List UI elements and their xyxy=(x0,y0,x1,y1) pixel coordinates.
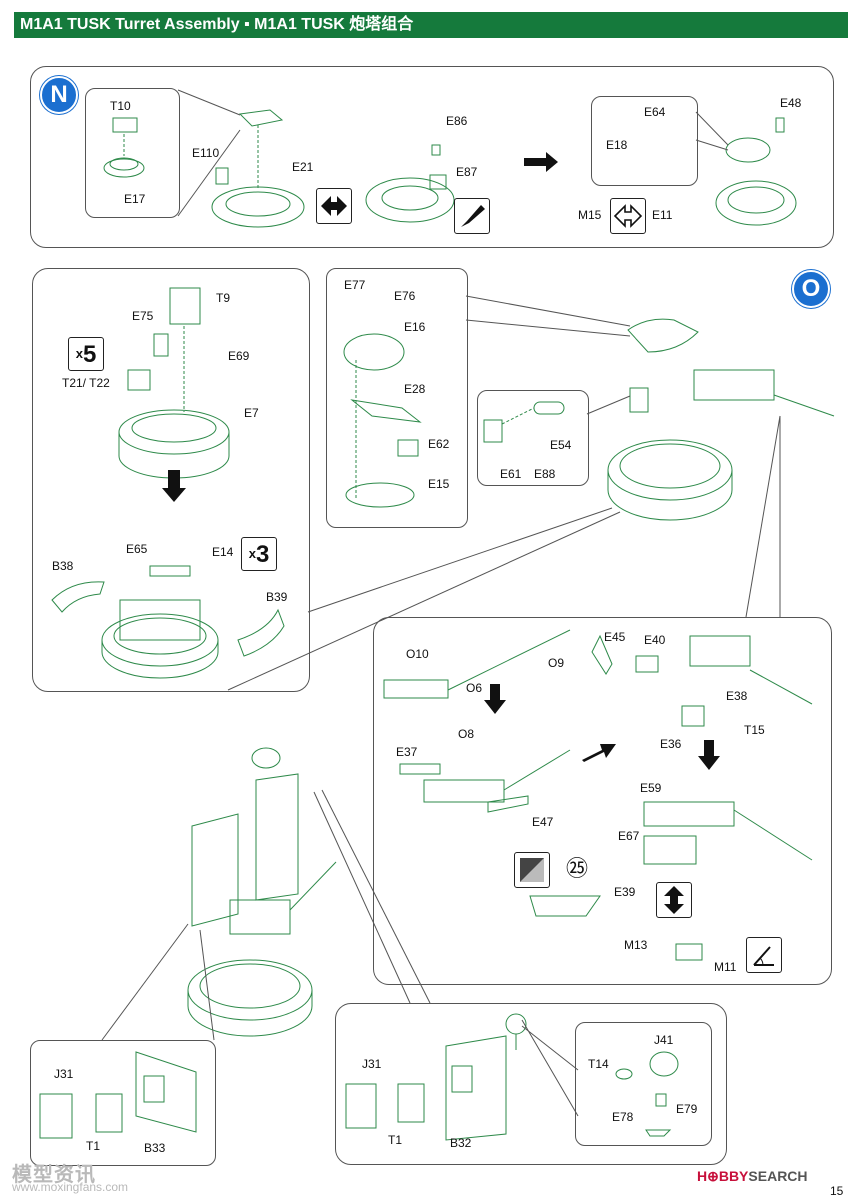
label-e40: E40 xyxy=(644,633,666,647)
label-t10: T10 xyxy=(110,99,131,113)
label-e67: E67 xyxy=(618,829,640,843)
step-o-badge: O xyxy=(792,270,830,308)
label-o8: O8 xyxy=(458,727,475,741)
paint-icon xyxy=(514,852,550,888)
label-e45: E45 xyxy=(604,630,626,644)
label-e36: E36 xyxy=(660,737,682,751)
arrow-right-icon xyxy=(524,152,558,172)
machine-gun-panel xyxy=(373,617,832,985)
label-j31: J31 xyxy=(362,1057,382,1071)
label-e61: E61 xyxy=(500,467,522,481)
inset-j41-light xyxy=(575,1022,712,1146)
label-e48: E48 xyxy=(780,96,802,110)
label-e88: E88 xyxy=(534,467,556,481)
label-o10: O10 xyxy=(406,647,429,661)
part-drawing-e54-e61 xyxy=(483,401,565,443)
inset-t10-e17 xyxy=(85,88,180,218)
label-e15: E15 xyxy=(428,477,450,491)
angle-icon xyxy=(746,937,782,973)
arrow-right-icon xyxy=(582,744,616,762)
label-e16: E16 xyxy=(404,320,426,334)
label-b32: B32 xyxy=(450,1136,472,1150)
page-header: M1A1 TUSK Turret Assembly ▪ M1A1 TUSK 炮塔… xyxy=(14,12,848,38)
part-drawing-armor-b32 xyxy=(345,1013,579,1141)
label-m15: M15 xyxy=(578,208,602,222)
circled-number-25: ㉕ xyxy=(566,856,589,881)
part-drawing-turret-o xyxy=(227,295,835,691)
part-drawing-e17 xyxy=(103,117,145,178)
label-m11: M11 xyxy=(714,960,737,974)
label-e65: E65 xyxy=(126,542,148,556)
label-m13: M13 xyxy=(624,938,648,952)
part-drawing-turret-lower xyxy=(101,747,431,1041)
watermark-cn: 模型资讯 xyxy=(12,1164,96,1186)
arrow-down-icon xyxy=(698,740,720,770)
label-t1: T1 xyxy=(388,1133,403,1147)
arrow-down-icon xyxy=(162,470,186,502)
label-t15: T15 xyxy=(744,723,765,737)
label-e17: E17 xyxy=(124,192,146,206)
part-drawing-hull-ring xyxy=(51,565,285,679)
cement-icon xyxy=(454,198,490,234)
label-j31: J31 xyxy=(54,1067,74,1081)
label-e28: E28 xyxy=(404,382,426,396)
movable-part-icon xyxy=(316,188,352,224)
inset-b33-armor xyxy=(30,1040,216,1166)
label-b38: B38 xyxy=(52,559,74,573)
label-t1: T1 xyxy=(86,1139,101,1153)
label-e77: E77 xyxy=(344,278,366,292)
label-t14: T14 xyxy=(588,1057,609,1071)
label-e64: E64 xyxy=(644,105,666,119)
hobby-search-logo: H⊕BBYSEARCH xyxy=(697,1168,808,1184)
label-e11: E11 xyxy=(652,208,673,222)
movable-part-icon xyxy=(610,198,646,234)
part-drawing-e11-ring xyxy=(695,111,797,226)
label-e7: E7 xyxy=(244,406,259,420)
label-e69: E69 xyxy=(228,349,250,363)
label-e37: E37 xyxy=(396,745,418,759)
label-e76: E76 xyxy=(394,289,416,303)
label-e75: E75 xyxy=(132,309,154,323)
label-e21: E21 xyxy=(292,160,314,174)
label-e110: E110 xyxy=(192,146,220,160)
label-e14: E14 xyxy=(212,545,234,559)
part-drawing-e86-ring xyxy=(365,144,455,223)
label-e38: E38 xyxy=(726,689,748,703)
page-number: 15 xyxy=(830,1184,844,1198)
label-e62: E62 xyxy=(428,437,450,451)
part-drawing-armor-b33 xyxy=(39,1051,197,1139)
label-j41: J41 xyxy=(654,1033,674,1047)
inset-e54-e61 xyxy=(477,390,589,486)
label-o9: O9 xyxy=(548,656,565,670)
part-drawing-cupola-parts xyxy=(343,333,422,508)
label-e78: E78 xyxy=(612,1110,634,1124)
label-e47: E47 xyxy=(532,815,554,829)
label-b33: B33 xyxy=(144,1141,166,1155)
multiplier-x3: x3 xyxy=(241,537,277,571)
label-b39: B39 xyxy=(266,590,288,604)
label-e79: E79 xyxy=(676,1102,698,1116)
part-drawing-j41-light xyxy=(615,1051,679,1137)
movable-updown-icon xyxy=(656,882,692,918)
arrow-down-icon xyxy=(484,684,506,714)
label-e86: E86 xyxy=(446,114,468,128)
multiplier-x5: x5 xyxy=(68,337,104,371)
step-n-badge: N xyxy=(40,76,78,114)
label-e54: E54 xyxy=(550,438,572,452)
label-e59: E59 xyxy=(640,781,662,795)
label-o6: O6 xyxy=(466,681,483,695)
inset-e64-e18 xyxy=(591,96,698,186)
part-drawing-m2-gun xyxy=(383,629,813,961)
label-e87: E87 xyxy=(456,165,478,179)
label-t9: T9 xyxy=(216,291,231,305)
label-e39: E39 xyxy=(614,885,636,899)
watermark-url: www.moxingfans.com xyxy=(12,1180,129,1194)
label-t21-t22: T21/ T22 xyxy=(62,376,110,390)
part-drawing-e21-ring xyxy=(177,89,305,228)
label-e18: E18 xyxy=(606,138,628,152)
